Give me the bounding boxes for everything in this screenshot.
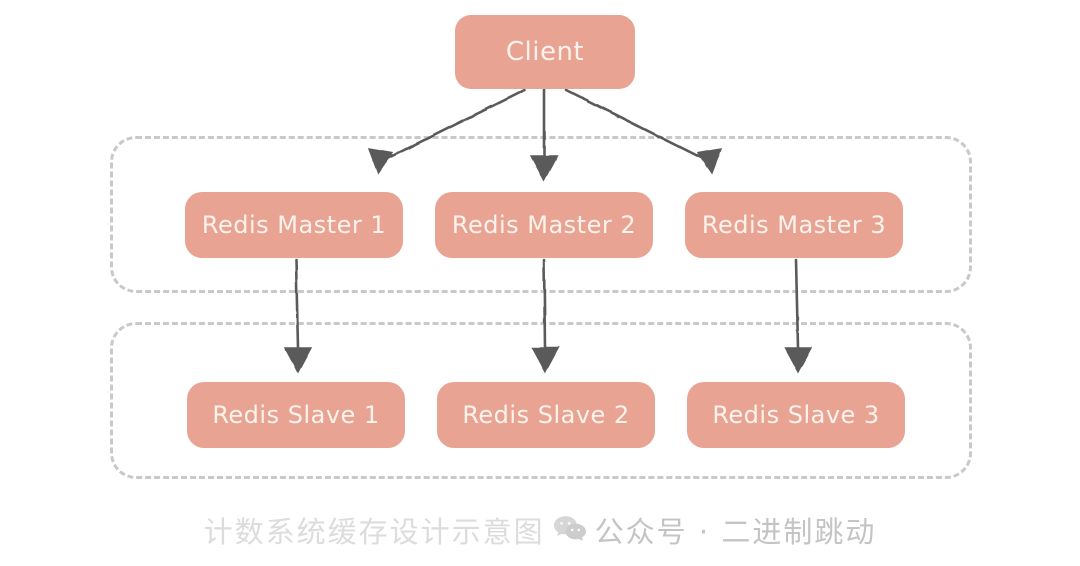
node-redis-slave-1[interactable]: Redis Slave 1 bbox=[187, 382, 405, 448]
master-group-container bbox=[110, 136, 972, 293]
node-redis-master-2[interactable]: Redis Master 2 bbox=[435, 192, 653, 258]
footer-watermark: 计数系统缓存设计示意图 公众号 · 二进制跳动 bbox=[0, 500, 1080, 560]
wechat-account-label: 公众号 · 二进制跳动 bbox=[594, 515, 877, 549]
node-redis-slave-2[interactable]: Redis Slave 2 bbox=[437, 382, 655, 448]
node-redis-master-1[interactable]: Redis Master 1 bbox=[185, 192, 403, 258]
node-client[interactable]: Client bbox=[455, 15, 635, 89]
wechat-icon bbox=[553, 515, 587, 545]
node-redis-slave-3[interactable]: Redis Slave 3 bbox=[687, 382, 905, 448]
node-redis-master-3[interactable]: Redis Master 3 bbox=[685, 192, 903, 258]
diagram-caption: 计数系统缓存设计示意图 bbox=[203, 515, 545, 549]
slave-group-container bbox=[110, 322, 972, 479]
